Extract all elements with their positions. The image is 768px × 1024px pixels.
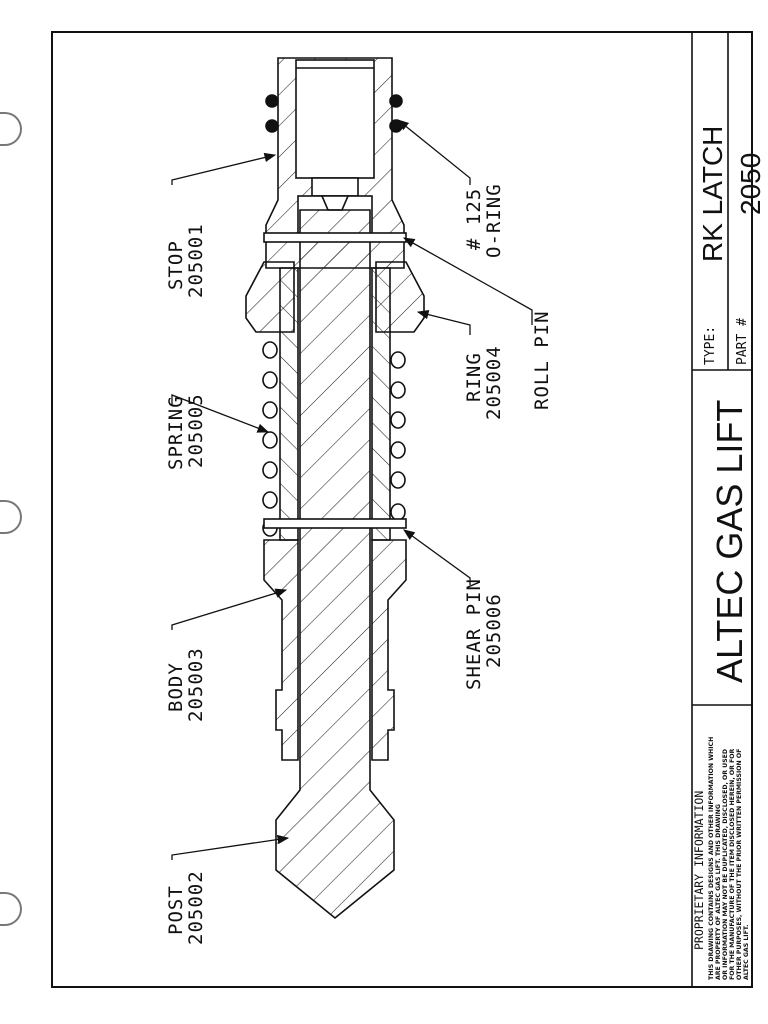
callout-labels: STOP 205001 SPRING 205005 BODY 205003 PO… bbox=[165, 183, 553, 945]
part-number-value: 2050 bbox=[735, 153, 766, 215]
svg-text:205001: 205001 bbox=[185, 223, 207, 298]
svg-text:SHEAR PIN: SHEAR PIN bbox=[463, 578, 485, 690]
svg-text:205002: 205002 bbox=[185, 870, 207, 945]
company-name: ALTEC GAS LIFT bbox=[709, 400, 750, 683]
title-block bbox=[691, 32, 752, 987]
proprietary-notice: PROPRIETARY INFORMATION THIS DRAWING CON… bbox=[692, 737, 750, 980]
svg-text:# 125: # 125 bbox=[463, 188, 485, 250]
callout-leaders bbox=[171, 119, 533, 860]
svg-text:205006: 205006 bbox=[483, 593, 505, 668]
callout-spring: SPRING 205005 bbox=[165, 393, 207, 470]
svg-text:PROPRIETARY INFORMATION: PROPRIETARY INFORMATION bbox=[692, 791, 706, 950]
svg-text:O-RING: O-RING bbox=[483, 183, 505, 258]
callout-o-ring: # 125 O-RING bbox=[463, 183, 505, 258]
svg-text:RING: RING bbox=[463, 352, 485, 402]
callout-ring: RING 205004 bbox=[463, 345, 505, 420]
shear-pin bbox=[263, 518, 407, 529]
part-number-label: PART # bbox=[735, 318, 750, 365]
svg-text:ARE PROPERTY OF ALTEC GAS LIFT: ARE PROPERTY OF ALTEC GAS LIFT. THIS DRA… bbox=[715, 804, 722, 980]
svg-text:ROLL PIN: ROLL PIN bbox=[531, 310, 553, 410]
svg-text:ALTEC GAS LIFT.: ALTEC GAS LIFT. bbox=[743, 925, 750, 980]
roll-pin bbox=[263, 232, 407, 243]
callout-body: BODY 205003 bbox=[165, 647, 207, 722]
svg-text:BODY: BODY bbox=[165, 662, 187, 712]
callout-roll-pin: ROLL PIN bbox=[531, 310, 553, 410]
svg-text:THIS DRAWING CONTAINS DESIGNS: THIS DRAWING CONTAINS DESIGNS AND OTHER … bbox=[708, 737, 715, 980]
drawing-border bbox=[51, 31, 753, 988]
svg-text:STOP: STOP bbox=[165, 240, 187, 290]
svg-text:OTHER PURPOSES, WITHOUT THE PR: OTHER PURPOSES, WITHOUT THE PRIOR WRITTE… bbox=[736, 749, 743, 980]
svg-text:205003: 205003 bbox=[185, 647, 207, 722]
svg-text:OR INFORMATION MAY NOT BE DUPL: OR INFORMATION MAY NOT BE DUPLICATED, DI… bbox=[722, 749, 729, 980]
title-block-text: ALTEC GAS LIFT TYPE: RK LATCH PART # 205… bbox=[692, 126, 766, 980]
type-value: RK LATCH bbox=[697, 126, 728, 262]
rk-latch-assembly bbox=[245, 57, 425, 920]
body-part bbox=[263, 267, 407, 761]
svg-text:POST: POST bbox=[165, 885, 187, 935]
type-label: TYPE: bbox=[703, 326, 718, 365]
svg-text:205005: 205005 bbox=[185, 393, 207, 468]
post-part bbox=[275, 209, 395, 920]
callout-shear-pin: SHEAR PIN 205006 bbox=[463, 578, 505, 690]
callout-stop: STOP 205001 bbox=[165, 223, 207, 298]
callout-post: POST 205002 bbox=[165, 870, 207, 945]
svg-text:FOR THE MANUFACTURE OF THE ITE: FOR THE MANUFACTURE OF THE ITEM DISCLOSE… bbox=[729, 749, 736, 980]
svg-text:205004: 205004 bbox=[483, 345, 505, 420]
svg-text:SPRING: SPRING bbox=[165, 395, 187, 470]
